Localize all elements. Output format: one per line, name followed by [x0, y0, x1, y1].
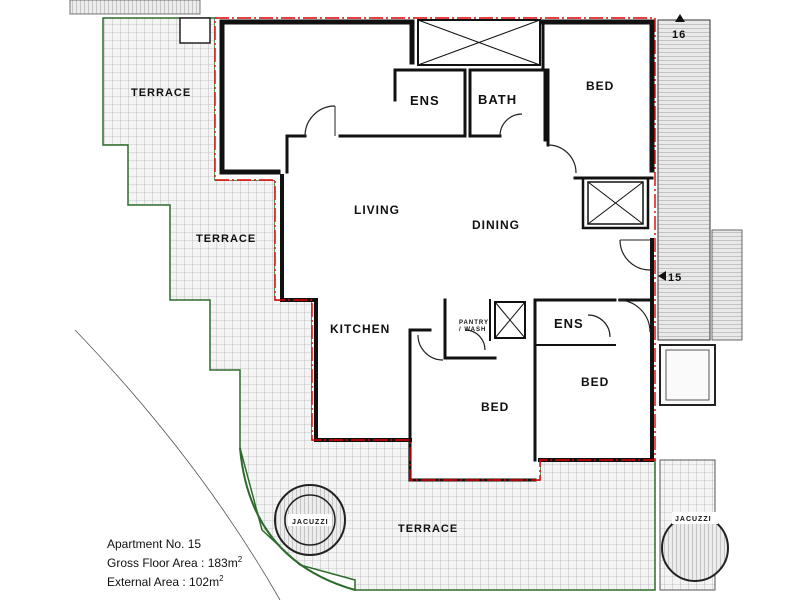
apartment-number: Apartment No. 15: [107, 537, 202, 551]
service-ducts: [417, 19, 644, 339]
room-label-terrace-bottom: TERRACE: [398, 523, 458, 535]
room-label-living: LIVING: [354, 203, 400, 217]
room-label-pantry: PANTRY: [459, 320, 489, 326]
marker-east-number: 15: [668, 272, 682, 284]
external-area: External Area : 102m2: [107, 574, 224, 589]
doors: [304, 105, 651, 361]
terrace-curve: [239, 447, 356, 591]
marker-east: 15: [658, 271, 682, 284]
area-summary: Apartment No. 15 Gross Floor Area : 183m…: [107, 536, 242, 590]
room-label-wash: / WASH: [459, 327, 486, 333]
marker-north-number: 16: [672, 29, 686, 41]
room-label-ens-top: ENS: [410, 93, 440, 108]
jacuzzi-label-left: JACUZZI: [292, 519, 329, 526]
room-label-terrace-top: TERRACE: [131, 87, 191, 99]
apartment-boundary: [214, 17, 656, 481]
gross-floor-area: Gross Floor Area : 183m2: [107, 555, 243, 570]
jacuzzi-right: [661, 512, 729, 582]
room-label-kitchen: KITCHEN: [330, 322, 390, 336]
room-label-ens-mid: ENS: [554, 316, 584, 331]
room-label-bed-right: BED: [581, 375, 609, 389]
jacuzzi-left: [274, 484, 346, 556]
top-neighbour: [69, 0, 211, 44]
room-label-bed-center: BED: [481, 400, 509, 414]
site-line: [74, 329, 281, 600]
room-label-terrace-mid: TERRACE: [196, 233, 256, 245]
room-label-bath: BATH: [478, 92, 517, 107]
room-label-bed-top: BED: [586, 79, 614, 93]
room-label-dining: DINING: [472, 218, 520, 232]
jacuzzi-label-right: JACUZZI: [675, 516, 712, 523]
balcony-strip: [657, 19, 743, 406]
marker-north: 16: [672, 14, 686, 41]
